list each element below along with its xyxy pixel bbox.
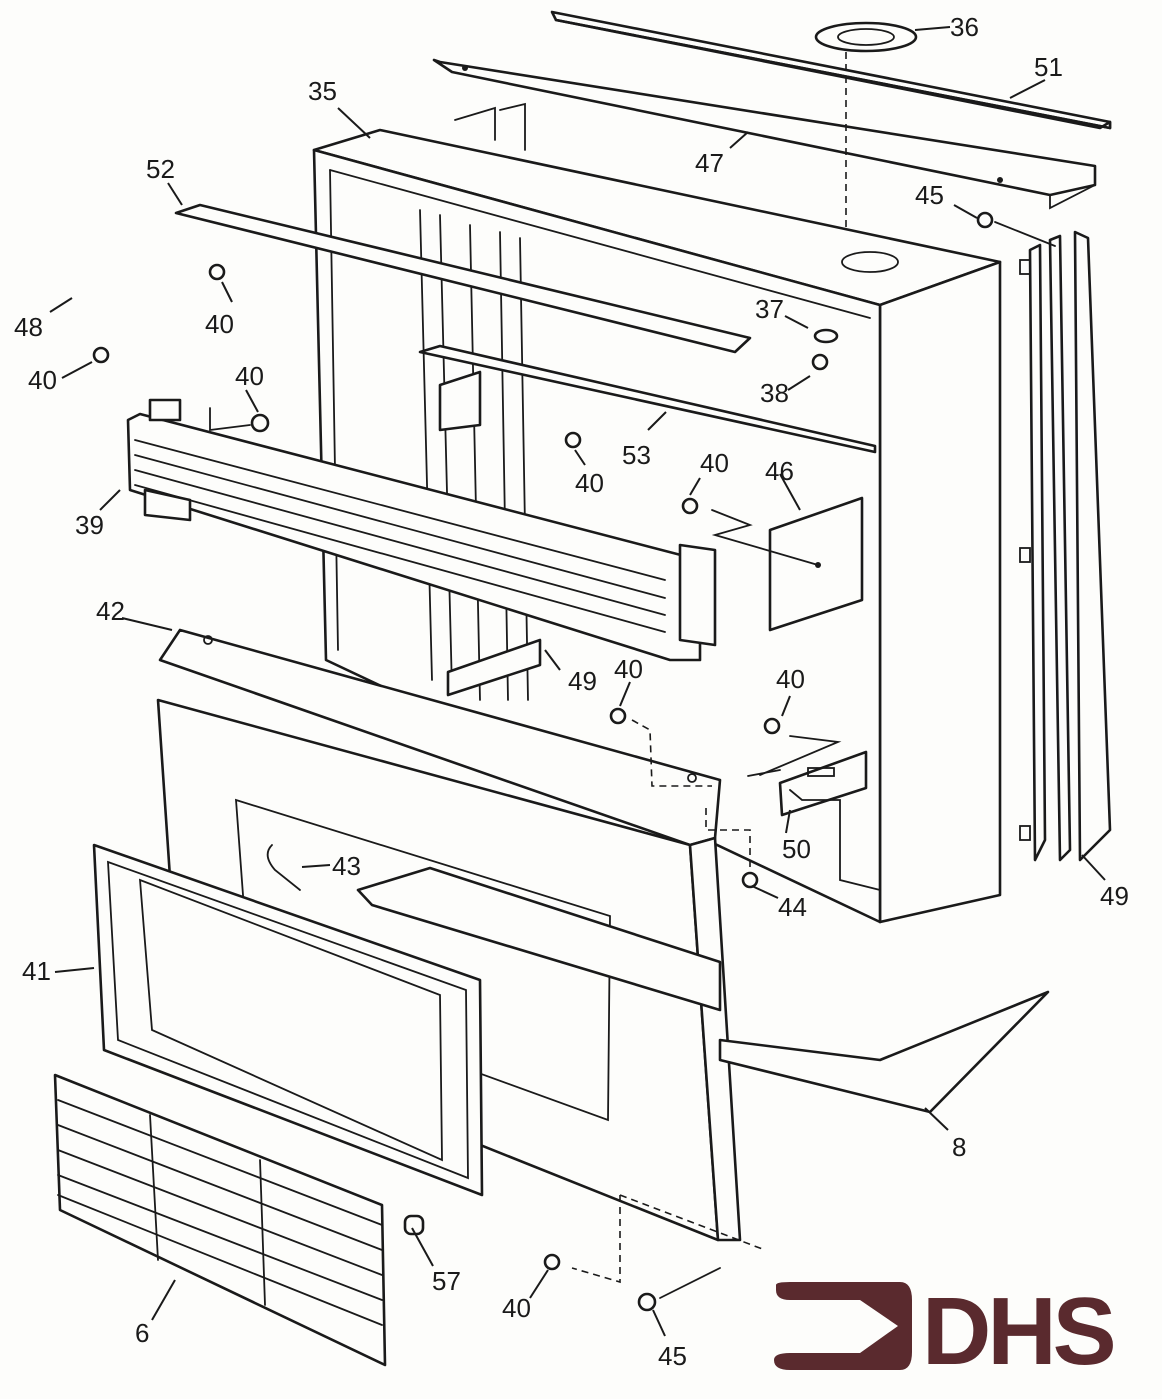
part-41-window-frame [92,843,484,1197]
part-39-burner-rail-assembly [126,398,717,662]
screw-icon [543,1253,561,1271]
screw-icon [976,211,994,229]
callout-45-bottom: 45 [658,1341,687,1371]
callout-39: 39 [75,510,104,540]
callout-40-bottom: 40 [502,1293,531,1323]
part-8-base-trim [718,990,1050,1114]
screw-icon [564,431,582,449]
part-46-rating-plate [711,496,864,632]
leader-lines [49,26,1106,1337]
screw-icons [92,211,1056,1312]
screw-icon [609,707,627,725]
callout-40-burner: 40 [235,361,264,391]
callout-43: 43 [332,851,361,881]
callout-40-panel: 40 [614,654,643,684]
part-47-top-cover [432,58,1097,210]
callout-37: 37 [755,294,784,324]
callout-57: 57 [432,1266,461,1296]
callout-8: 8 [952,1132,966,1162]
callout-40-plate: 40 [700,448,729,478]
callout-35: 35 [308,76,337,106]
callout-44: 44 [778,892,807,922]
screw-icon [250,413,270,433]
screw-icon [681,497,699,515]
arrow-logo-icon [774,1282,912,1370]
callout-40-clip: 40 [28,365,57,395]
callout-40-lower-rail: 40 [575,468,604,498]
logo-text: DHS [922,1278,1114,1385]
callout-51: 51 [1034,52,1063,82]
callout-46: 46 [765,456,794,486]
washer-icon [813,328,839,344]
callout-36: 36 [950,12,979,42]
screw-icon [763,717,781,735]
callout-labels: 35 36 51 47 52 45 40 48 40 40 37 38 53 4… [14,12,1129,1371]
part-43-window-clip [266,844,301,891]
screw-icon [741,871,759,889]
part-51-top-trim-strip [550,10,1112,130]
callout-52: 52 [146,154,175,184]
callout-49-center: 49 [568,666,597,696]
screw-icon [208,263,226,281]
callout-53: 53 [622,440,651,470]
part-53-lower-mounting-rail [418,344,877,454]
part-49-center-bracket [446,638,542,697]
screw-icon [637,1292,657,1312]
screw-icon [811,353,829,371]
callout-45-top: 45 [915,180,944,210]
callout-40-bracket: 40 [776,664,805,694]
callout-49-side: 49 [1100,881,1129,911]
callout-47: 47 [695,148,724,178]
dhs-logo: DHS [774,1278,1118,1385]
part-6-wire-grille [53,1073,387,1367]
screw-icon [92,346,110,364]
callout-38: 38 [760,378,789,408]
part-57-grille-bumper [403,1214,425,1236]
part-49-side-heat-shield [1019,230,1112,862]
callout-42: 42 [96,596,125,626]
callout-41: 41 [22,956,51,986]
callout-40-rail: 40 [205,309,234,339]
part-36-flue-collar [814,21,918,330]
callout-48: 48 [14,312,43,342]
callout-6: 6 [135,1318,149,1348]
part-52-upper-mounting-rail [174,203,752,354]
callout-50: 50 [782,834,811,864]
